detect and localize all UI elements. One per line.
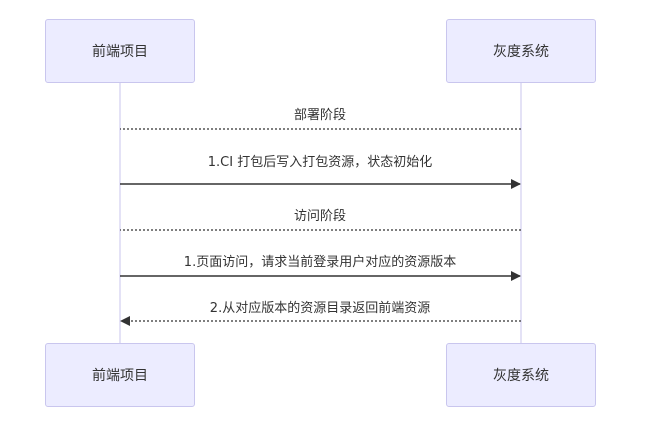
message-lines — [120, 128, 521, 326]
actor-gray-system-top: 灰度系统 — [446, 19, 596, 83]
actor-frontend-label: 前端项目 — [92, 44, 148, 60]
message-label-return-resources: 2.从对应版本的资源目录返回前端资源 — [209, 301, 431, 316]
actor-gray-system-bottom: 灰度系统 — [446, 343, 596, 407]
actor-frontend-label: 前端项目 — [92, 368, 148, 384]
message-label-deploy-phase: 部署阶段 — [293, 108, 347, 123]
message-label-page-request: 1.页面访问，请求当前登录用户对应的资源版本 — [183, 255, 457, 270]
message-label-access-phase: 访问阶段 — [293, 209, 347, 224]
actor-frontend-bottom: 前端项目 — [45, 343, 195, 407]
actor-frontend-top: 前端项目 — [45, 19, 195, 83]
actor-gray-system-label: 灰度系统 — [493, 44, 549, 60]
message-label-ci-write: 1.CI 打包后写入打包资源，状态初始化 — [207, 155, 433, 170]
actor-gray-system-label: 灰度系统 — [493, 368, 549, 384]
